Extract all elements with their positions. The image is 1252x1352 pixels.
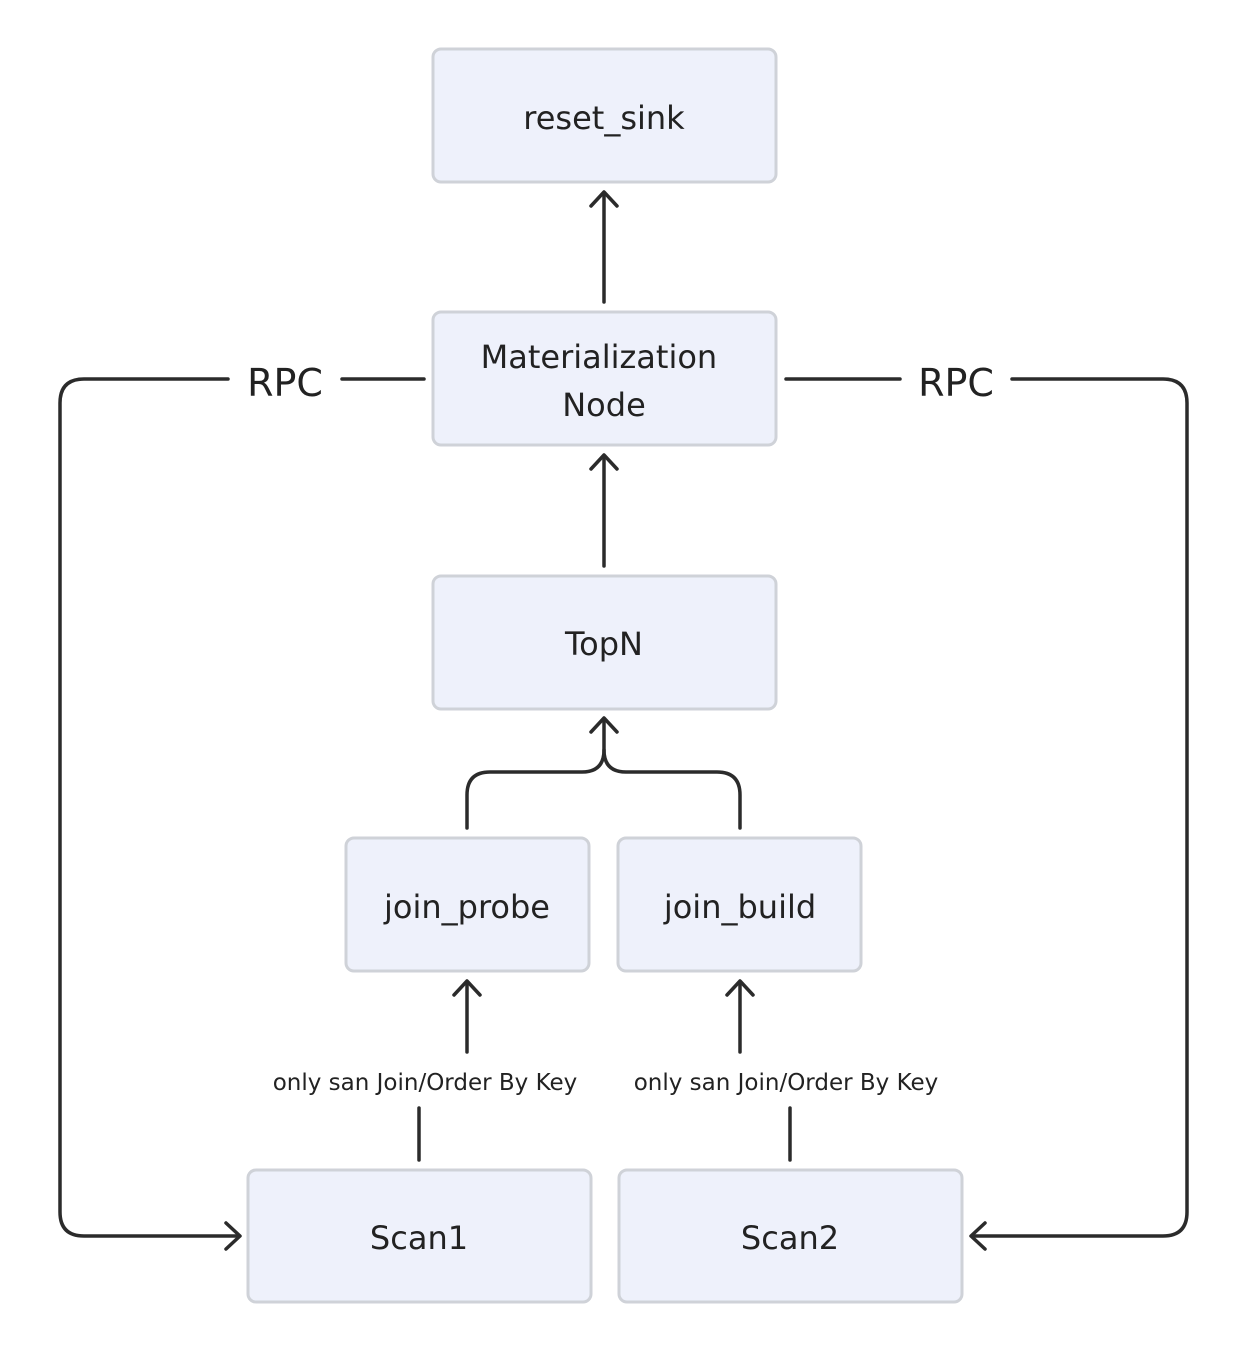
node-scan2-label: Scan2 [741, 1219, 839, 1257]
rpc-label-left: RPC [247, 361, 323, 405]
node-topn: TopN [431, 574, 778, 711]
node-scan1-label: Scan1 [370, 1219, 468, 1257]
node-join-build: join_build [616, 836, 863, 973]
edge-joins-to-topn [465, 716, 742, 830]
node-join-probe: join_probe [344, 836, 591, 973]
rpc-label-right: RPC [918, 361, 994, 405]
node-scan2: Scan2 [617, 1168, 964, 1304]
node-materialization-label-line1: Materialization [481, 338, 718, 376]
edge-scan2-to-join-build: only san Join/Order By Key [634, 979, 939, 1162]
edge-label-scan1-to-probe: only san Join/Order By Key [273, 1070, 578, 1096]
node-materialization-label-line2: Node [562, 386, 646, 424]
node-reset-sink-label: reset_sink [523, 99, 685, 137]
node-reset-sink: reset_sink [431, 47, 778, 184]
node-topn-label: TopN [564, 625, 643, 663]
node-join-probe-label: join_probe [383, 888, 550, 926]
node-scan1: Scan1 [246, 1168, 593, 1304]
edge-rpc-right: RPC [784, 361, 1189, 1251]
node-materialization-label: Materialization Node [481, 338, 728, 424]
edge-scan1-to-join-probe: only san Join/Order By Key [273, 979, 578, 1162]
edge-label-scan2-to-build: only san Join/Order By Key [634, 1070, 939, 1096]
edge-rpc-left: RPC [58, 361, 426, 1251]
edge-topn-to-materialization [589, 453, 619, 568]
edge-materialization-to-reset-sink [589, 190, 619, 304]
node-materialization: Materialization Node [431, 310, 778, 447]
node-join-build-label: join_build [663, 888, 816, 926]
